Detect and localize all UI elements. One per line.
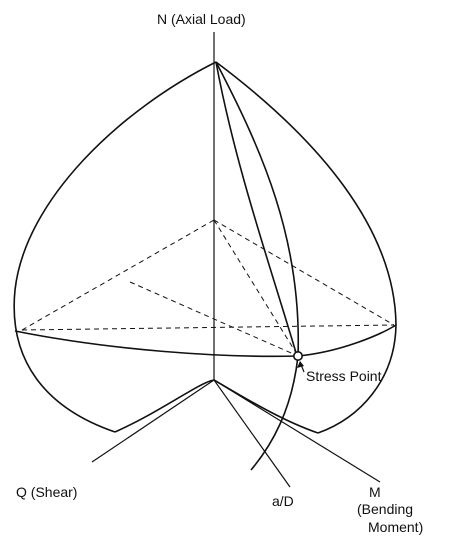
horizontal-section-front: [14, 324, 397, 358]
meridian-inner: [215, 61, 298, 357]
meridian-lower: [250, 355, 299, 471]
m-axis-label-line2: (Bending: [357, 501, 413, 517]
q-axis-line: [91, 379, 215, 463]
m-axis-label-line3: Moment): [368, 519, 423, 535]
surface-outline-right: [215, 61, 397, 434]
m-axis-label-line1: M: [369, 484, 381, 500]
dashed-section-rear: [21, 324, 395, 331]
a-d-axis-label: a/D: [272, 493, 294, 509]
dashed-diagonal: [213, 219, 299, 357]
dashed-section-left: [21, 219, 215, 331]
dashed-radial: [129, 281, 299, 357]
stress-point-arrowhead: [297, 361, 304, 368]
surface-base-curve-right: [213, 379, 319, 434]
dashed-section-right: [213, 219, 395, 326]
q-axis-label: Q (Shear): [16, 484, 77, 500]
stress-point-marker: [292, 350, 303, 361]
stress-point-label: Stress Point: [306, 368, 382, 384]
surface-outline-left: [13, 61, 217, 433]
meridian-outer: [215, 61, 300, 357]
n-axis-label: N (Axial Load): [157, 11, 246, 27]
a-d-axis-line: [213, 379, 291, 488]
surface-base-curve: [114, 379, 215, 433]
